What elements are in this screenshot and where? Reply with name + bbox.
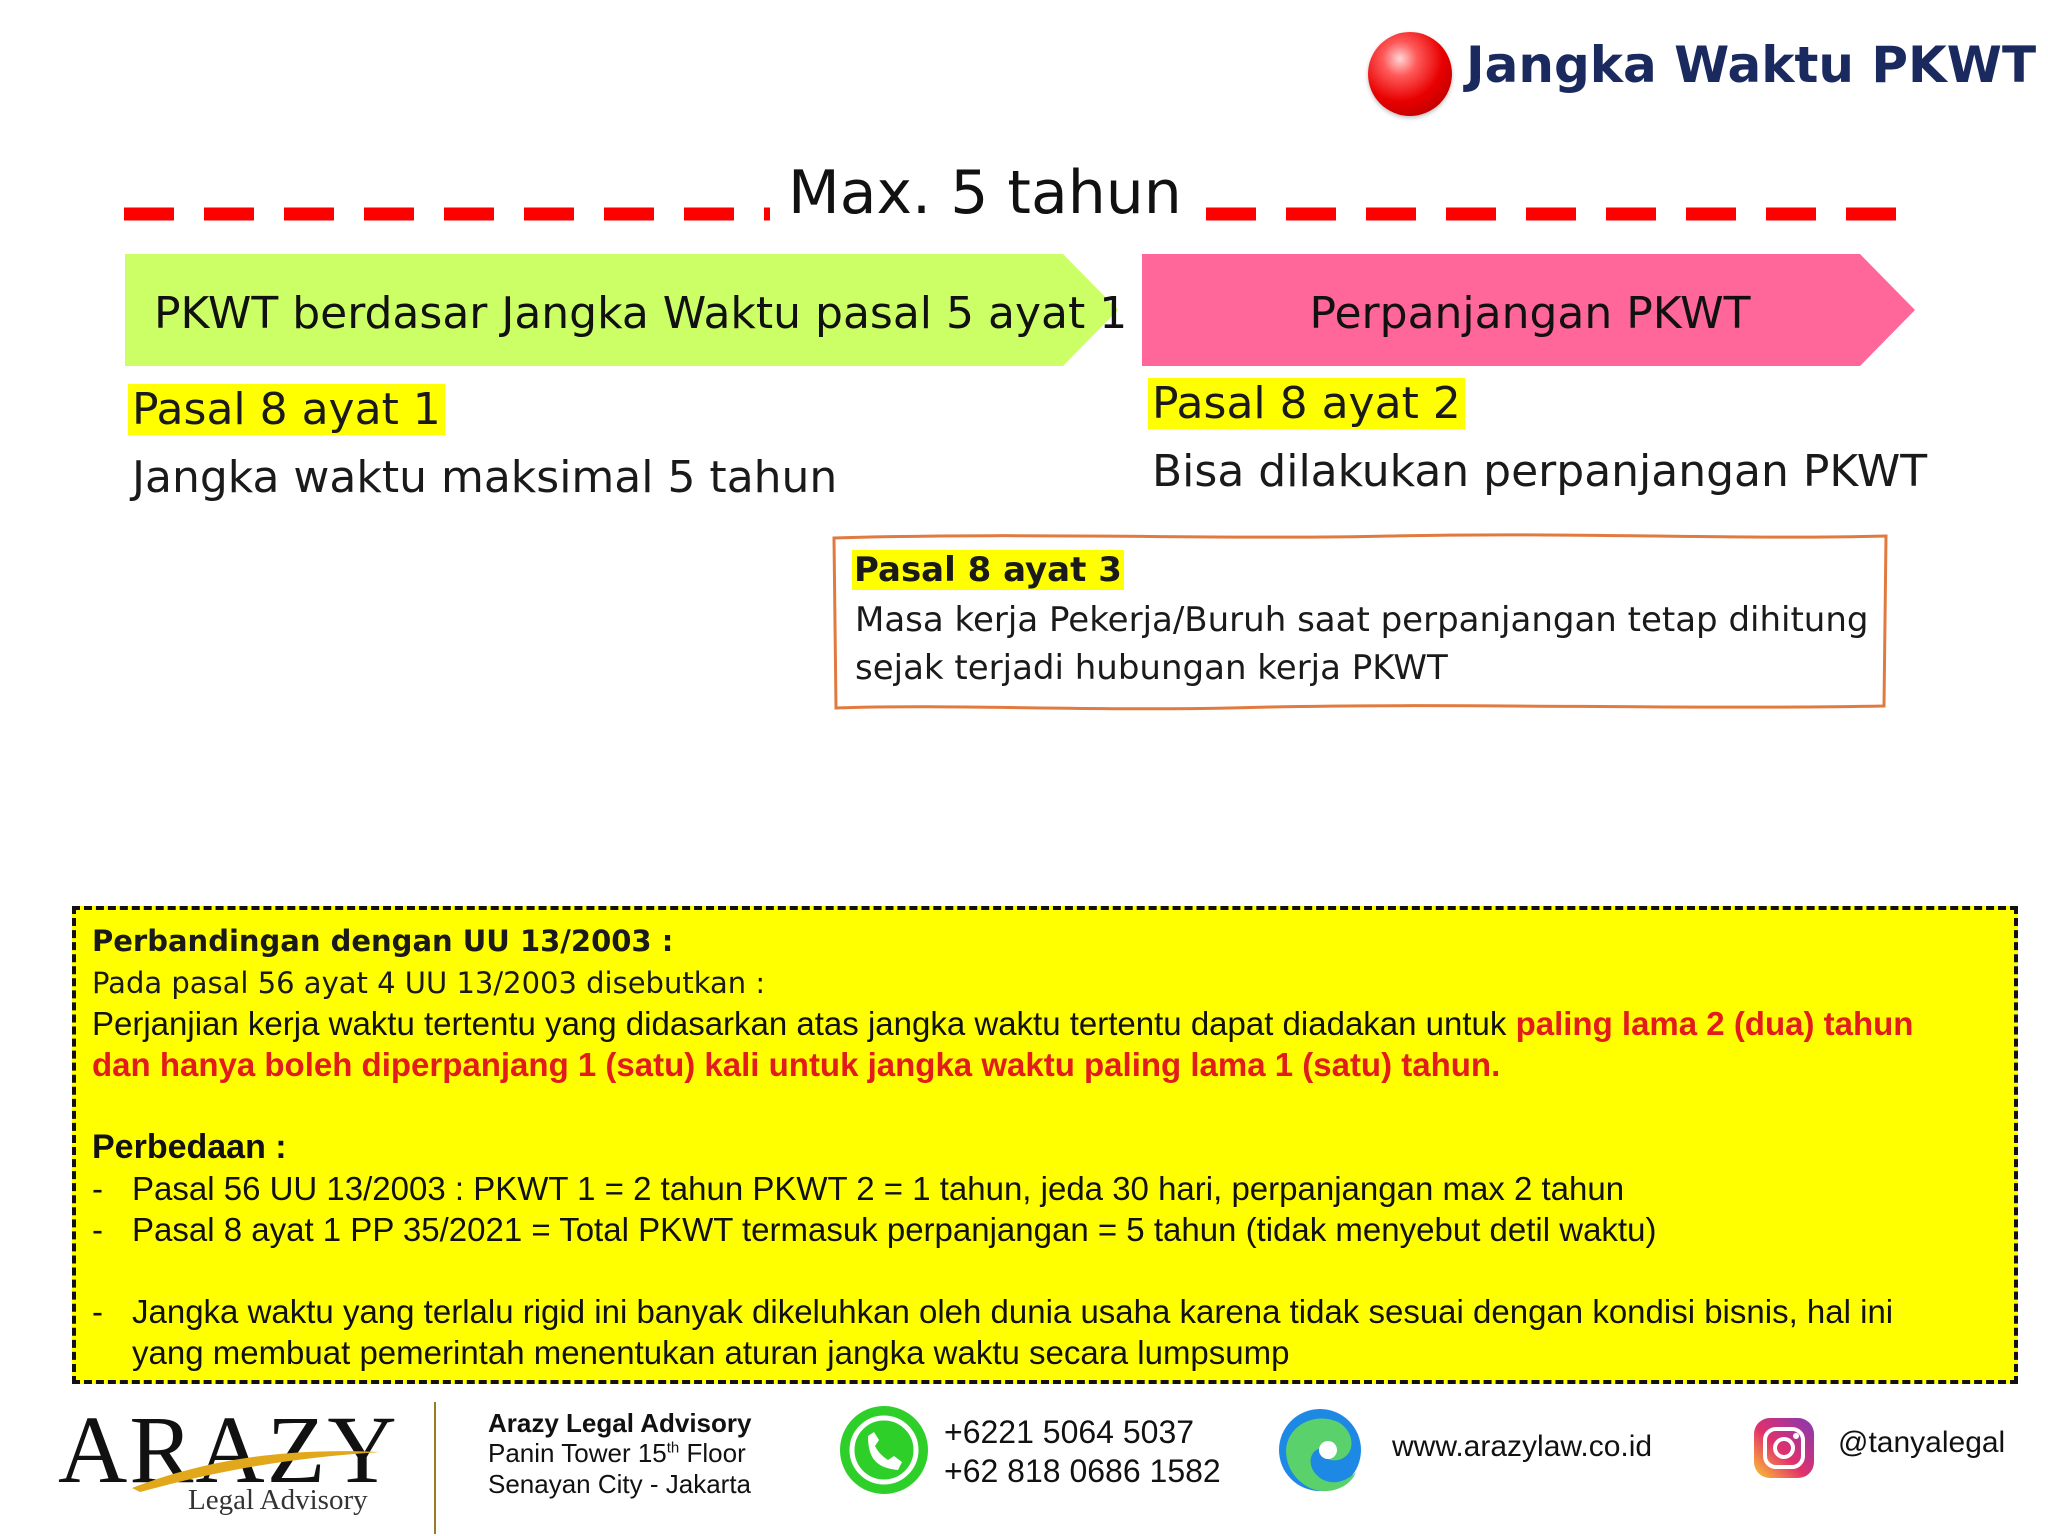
whatsapp-phone-icon xyxy=(840,1406,928,1494)
difference-item-2: Pasal 8 ayat 1 PP 35/2021 = Total PKWT t… xyxy=(132,1211,1657,1248)
pasal-8-3-line-2: sejak terjadi hubungan kerja PKWT xyxy=(855,648,1448,688)
difference-bullet: - xyxy=(92,1293,103,1330)
website-link[interactable]: www.arazylaw.co.id xyxy=(1392,1430,1653,1463)
pkwt-arrow-shape xyxy=(125,254,1118,366)
edge-browser-icon xyxy=(1279,1409,1361,1492)
pasal-8-2-text: Bisa dilakukan perpanjangan PKWT xyxy=(1152,446,1928,497)
timeline-arrows xyxy=(125,254,1915,366)
comparison-box xyxy=(72,906,2018,1384)
pasal-8-3-line-1: Masa kerja Pekerja/Buruh saat perpanjang… xyxy=(855,600,1869,640)
instagram-icon xyxy=(1754,1418,1814,1478)
pasal-8-2-heading-text: Pasal 8 ayat 2 xyxy=(1148,378,1465,429)
difference-item-1: Pasal 56 UU 13/2003 : PKWT 1 = 2 tahun P… xyxy=(132,1170,1625,1207)
extension-arrow-label: Perpanjangan PKWT xyxy=(1309,287,1751,339)
firm-address-line-2: Senayan City - Jakarta xyxy=(488,1469,752,1499)
firm-name: Arazy Legal Advisory xyxy=(488,1408,752,1438)
max-duration-label: Max. 5 tahun xyxy=(788,158,1182,228)
pasal-8-3-heading: Pasal 8 ayat 3 xyxy=(852,550,1124,590)
title-bullet-icon xyxy=(1368,32,1452,116)
address-ordinal-suffix: th xyxy=(666,1439,680,1457)
pasal-8-1-text: Jangka waktu maksimal 5 tahun xyxy=(132,452,838,503)
phone-number-2[interactable]: +62 818 0686 1582 xyxy=(944,1453,1221,1489)
arazy-logo-wordmark: ARAZY xyxy=(58,1396,399,1503)
comparison-intro: Pada pasal 56 ayat 4 UU 13/2003 disebutk… xyxy=(92,966,766,1000)
pasal-8-1-heading-text: Pasal 8 ayat 1 xyxy=(128,384,445,435)
phone-number-1[interactable]: +6221 5064 5037 xyxy=(944,1414,1195,1450)
firm-address-line-1: Panin Tower 15th Floor xyxy=(488,1438,746,1469)
max-duration-dashed-line xyxy=(124,207,1915,221)
quote-line-2-emphasis: dan hanya boleh diperpanjang 1 (satu) ka… xyxy=(92,1046,1501,1083)
difference-bullet: - xyxy=(92,1211,103,1248)
logo-subtitle: Legal Advisory xyxy=(188,1484,368,1516)
footer-divider xyxy=(434,1402,436,1534)
pasal-8-2-heading: Pasal 8 ayat 2 xyxy=(1148,378,1465,429)
pasal-8-3-heading-text: Pasal 8 ayat 3 xyxy=(852,550,1124,590)
pasal-8-1-heading: Pasal 8 ayat 1 xyxy=(128,384,445,435)
difference-item-3: Jangka waktu yang terlalu rigid ini bany… xyxy=(132,1293,1894,1330)
comparison-title: Perbandingan dengan UU 13/2003 : xyxy=(92,924,674,958)
pasal-8-3-box xyxy=(832,533,1888,711)
difference-heading: Perbedaan : xyxy=(92,1128,287,1166)
pkwt-arrow-label: PKWT berdasar Jangka Waktu pasal 5 ayat … xyxy=(154,287,1128,339)
quote-line-1-normal: Perjanjian kerja waktu tertentu yang did… xyxy=(92,1005,1516,1042)
instagram-handle[interactable]: @tanyalegal xyxy=(1838,1426,2006,1459)
quote-line-1: Perjanjian kerja waktu tertentu yang did… xyxy=(92,1005,1913,1043)
difference-item-3-continued: yang membuat pemerintah menentukan atura… xyxy=(132,1334,1290,1371)
page-title: Jangka Waktu PKWT xyxy=(1466,36,2037,94)
address-floor: Floor xyxy=(679,1438,746,1468)
quote-line-1-emphasis: paling lama 2 (dua) tahun xyxy=(1515,1005,1914,1042)
difference-bullet: - xyxy=(92,1170,103,1207)
extension-arrow-shape xyxy=(1142,254,1915,366)
address-building: Panin Tower 15 xyxy=(488,1438,667,1468)
logo-swoosh-icon xyxy=(132,1451,380,1492)
